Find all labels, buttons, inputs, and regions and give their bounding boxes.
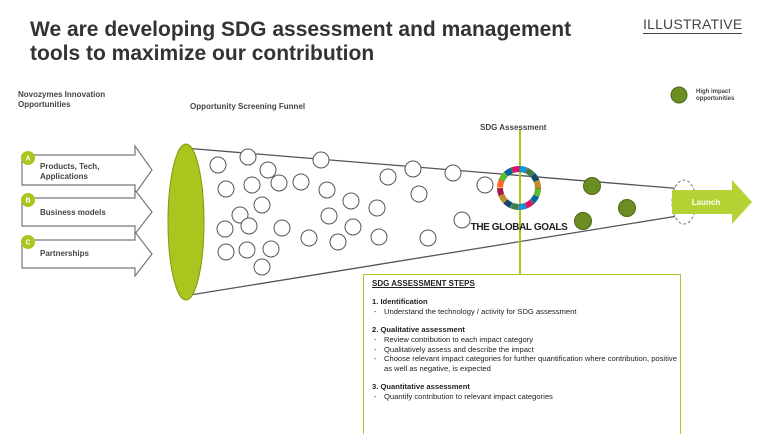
step-items: Quantify contribution to relevant impact… [372, 392, 680, 402]
opportunity-circle [342, 192, 360, 210]
step-item: Choose relevant impact categories for fu… [372, 354, 680, 373]
badge-c-letter: C [25, 240, 30, 247]
sdg-steps-box: SDG ASSESSMENT STEPS 1. Identification U… [363, 274, 681, 434]
step-item: Understand the technology / activity for… [372, 307, 680, 317]
funnel-mouth [167, 143, 205, 301]
opportunity-circle [370, 228, 388, 246]
legend-dot [670, 86, 688, 104]
input-label-a: Products, Tech, Applications [40, 162, 100, 181]
opportunity-circle [209, 156, 227, 174]
input-label-b: Business models [40, 208, 106, 217]
opportunity-circle [476, 176, 494, 194]
high-impact-circle [618, 199, 636, 217]
opportunity-circles [209, 148, 494, 276]
badge-a [21, 151, 35, 165]
steps-heading: SDG ASSESSMENT STEPS [372, 279, 475, 288]
left-header: Novozymes Innovation Opportunities [18, 90, 106, 109]
opportunity-circle [217, 243, 235, 261]
launch-arrow [672, 180, 752, 224]
opportunity-circle [273, 219, 291, 237]
opportunity-circle [453, 211, 471, 229]
opportunity-circle [410, 185, 428, 203]
step-items: Understand the technology / activity for… [372, 307, 680, 317]
sdg-header: SDG Assessment [480, 123, 547, 132]
opportunity-circle [404, 160, 422, 178]
opportunity-circle [329, 233, 347, 251]
opportunity-circle [344, 218, 362, 236]
badge-c [21, 235, 35, 249]
step-item: Review contribution to each impact categ… [372, 335, 680, 345]
opportunity-circle [270, 174, 288, 192]
step-item: Quantify contribution to relevant impact… [372, 392, 680, 402]
opportunity-circle [300, 229, 318, 247]
step-item: Qualitatively assess and describe the im… [372, 345, 680, 355]
high-impact-circles [574, 177, 636, 230]
opportunity-circle [379, 168, 397, 186]
badge-b [21, 193, 35, 207]
opportunity-circle [312, 151, 330, 169]
step-title: 2. Qualitative assessment [372, 325, 465, 335]
opportunity-circle [216, 220, 234, 238]
step-title: 1. Identification [372, 297, 428, 306]
opportunity-circle [253, 258, 271, 276]
funnel-header: Opportunity Screening Funnel [190, 102, 306, 111]
high-impact-circle [574, 212, 592, 230]
illustrative-tag: ILLUSTRATIVE [643, 16, 743, 34]
input-label-c: Partnerships [40, 249, 89, 258]
opportunity-circle [240, 217, 258, 235]
step-title: 3. Quantitative assessment [372, 382, 470, 392]
high-impact-circle [583, 177, 601, 195]
badge-b-letter: B [25, 198, 30, 205]
opportunity-circle [259, 161, 277, 179]
sdg-logo-text: THE GLOBAL GOALS [471, 222, 568, 233]
input-arrow-a [21, 144, 153, 196]
badge-a-letter: A [25, 156, 30, 163]
launch-label: Launch [692, 198, 721, 207]
legend-label: High impact opportunities [696, 89, 735, 102]
input-arrow-c [21, 230, 153, 278]
input-arrow-b [21, 188, 153, 236]
opportunity-circle [238, 241, 256, 259]
opportunity-circle [320, 207, 338, 225]
opportunity-circle [419, 229, 437, 247]
slide-title: We are developing SDG assessment and man… [30, 18, 572, 65]
opportunity-circle [231, 206, 249, 224]
opportunity-circle [243, 176, 261, 194]
opportunity-circle [368, 199, 386, 217]
opportunity-circle [262, 240, 280, 258]
opportunity-circle [444, 164, 462, 182]
opportunity-circle [292, 173, 310, 191]
sdg-wheel-icon [497, 166, 541, 210]
opportunity-circle [239, 148, 257, 166]
opportunity-circle [253, 196, 271, 214]
opportunity-circle [318, 181, 336, 199]
opportunity-circle [217, 180, 235, 198]
step-items: Review contribution to each impact categ… [372, 335, 680, 373]
